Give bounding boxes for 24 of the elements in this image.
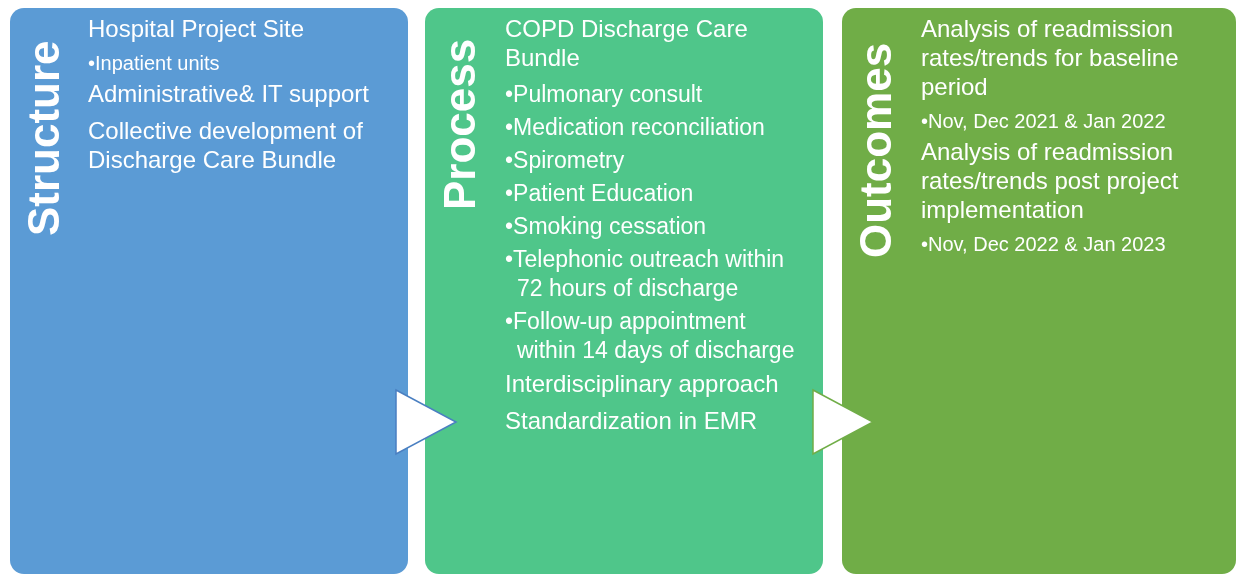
- item-text: Interdisciplinary approach: [505, 369, 780, 398]
- bullet-item: •Follow-up appointment within 14 days of discharge: [505, 307, 796, 365]
- item-text: Hospital Project Site: [88, 14, 306, 43]
- bullet-item: •Nov, Dec 2021 & Jan 2022: [921, 109, 1167, 133]
- item-text: Collective development of Discharge Care Bundle: [88, 116, 364, 174]
- bullet-item: •Nov, Dec 2022 & Jan 2023: [921, 232, 1167, 256]
- stage-panel: [842, 8, 1236, 574]
- stage-panel: [10, 8, 408, 574]
- item-text: Analysis of readmission rates/trends post project implementation: [921, 137, 1180, 224]
- stage-panel: [425, 8, 823, 574]
- stage-heading: Outcomes: [854, 42, 898, 258]
- bullet-item: •Inpatient units: [88, 51, 221, 75]
- bullet-item: •Patient Education: [505, 179, 695, 208]
- item-text: Standardization in EMR: [505, 406, 759, 435]
- bullet-item: •Medication reconciliation: [505, 113, 766, 142]
- bullet-item: •Spirometry: [505, 146, 626, 175]
- item-text: COPD Discharge Care Bundle: [505, 14, 749, 72]
- stage-heading: Process: [438, 38, 482, 210]
- stage-heading: Structure: [22, 40, 66, 236]
- bullet-item: •Smoking cessation: [505, 212, 708, 241]
- bullet-item: •Telephonic outreach within 72 hours of discharge: [505, 245, 786, 303]
- item-text: Administrative& IT support: [88, 79, 370, 108]
- bullet-item: •Pulmonary consult: [505, 80, 704, 109]
- item-text: Analysis of readmission rates/trends for baseline period: [921, 14, 1180, 101]
